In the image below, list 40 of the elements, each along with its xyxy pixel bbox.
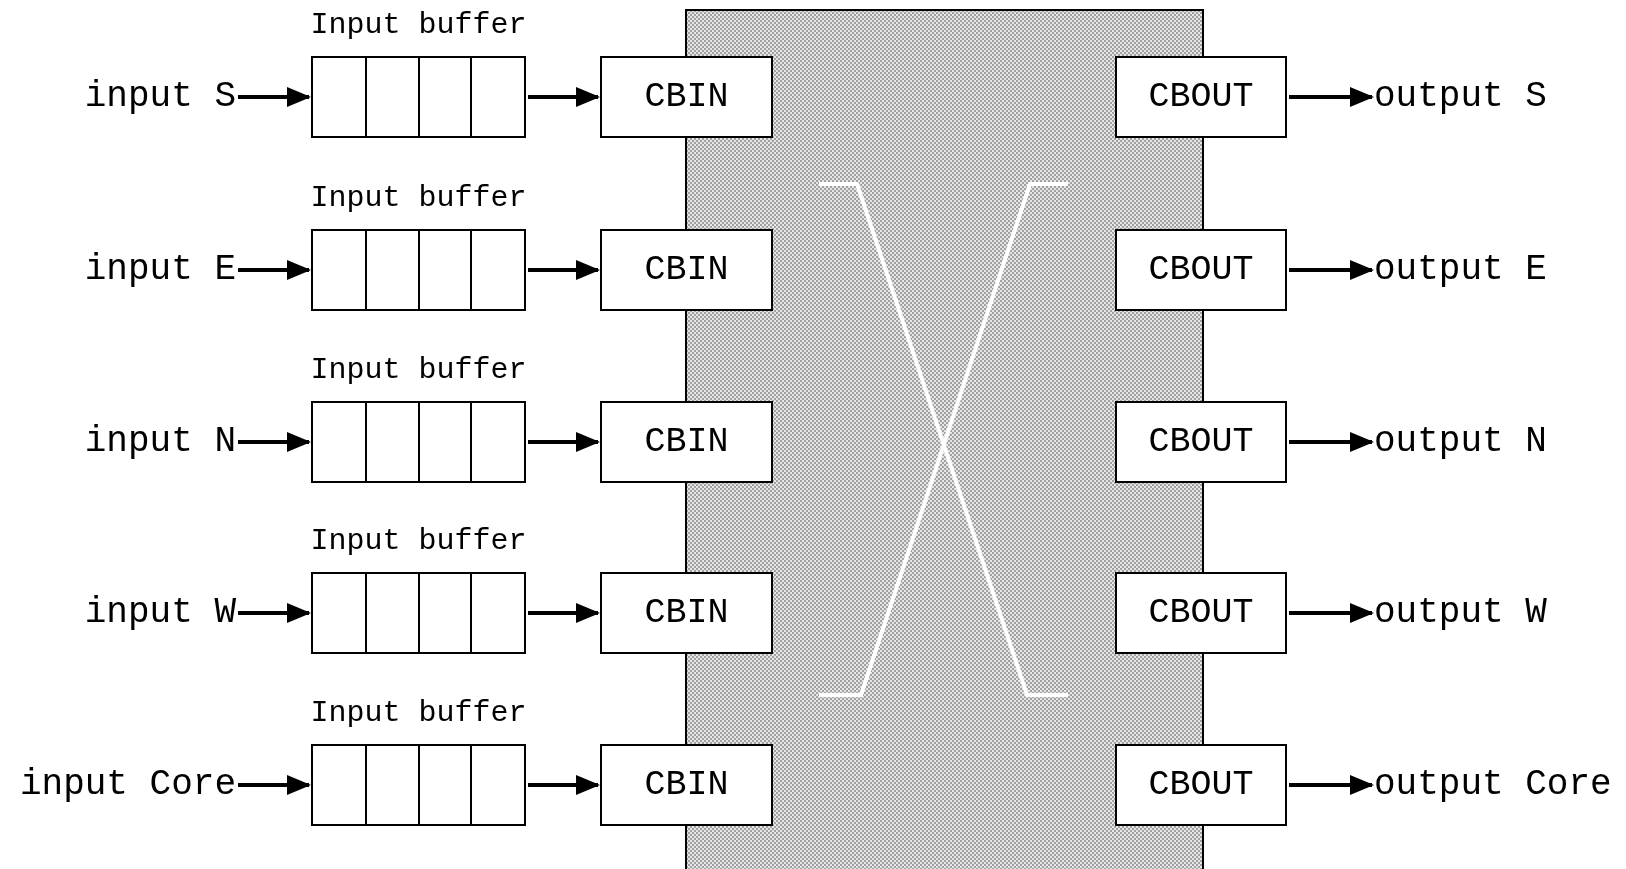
input-label: input N	[84, 422, 236, 462]
arrow	[238, 260, 311, 280]
crossbar-port-box: CBIN	[600, 229, 773, 311]
input-label: input S	[84, 77, 236, 117]
crossbar-port-box: CBIN	[600, 744, 773, 826]
input-label: input Core	[19, 765, 236, 805]
arrow	[1289, 603, 1374, 623]
arrow	[528, 87, 600, 107]
crossbar-port-box: CBOUT	[1115, 56, 1287, 138]
arrow	[238, 87, 311, 107]
output-label: output Core	[1374, 765, 1612, 805]
buffer-label: Input buffer	[310, 8, 527, 42]
arrow	[238, 775, 311, 795]
input-label: input W	[84, 593, 236, 633]
output-label: output N	[1374, 422, 1547, 462]
arrow	[528, 775, 600, 795]
buffer-label: Input buffer	[310, 524, 527, 558]
arrow	[528, 603, 600, 623]
arrow	[238, 432, 311, 452]
crossbar-port-box: CBOUT	[1115, 401, 1287, 483]
buffer-label: Input buffer	[310, 353, 527, 387]
output-label: output E	[1374, 250, 1547, 290]
output-label: output S	[1374, 77, 1547, 117]
arrow	[1289, 87, 1374, 107]
crossbar-port-box: CBIN	[600, 572, 773, 654]
input-label: input E	[84, 250, 236, 290]
buffer-label: Input buffer	[310, 696, 527, 730]
arrow	[1289, 432, 1374, 452]
output-label: output W	[1374, 593, 1547, 633]
arrow	[1289, 775, 1374, 795]
arrow	[528, 260, 600, 280]
crossbar-port-box: CBOUT	[1115, 744, 1287, 826]
crossbar-port-box: CBOUT	[1115, 229, 1287, 311]
arrow	[1289, 260, 1374, 280]
crossbar-port-box: CBOUT	[1115, 572, 1287, 654]
arrow	[528, 432, 600, 452]
arrow	[238, 603, 311, 623]
buffer-label: Input buffer	[310, 181, 527, 215]
crossbar-port-box: CBIN	[600, 56, 773, 138]
crossbar-port-box: CBIN	[600, 401, 773, 483]
